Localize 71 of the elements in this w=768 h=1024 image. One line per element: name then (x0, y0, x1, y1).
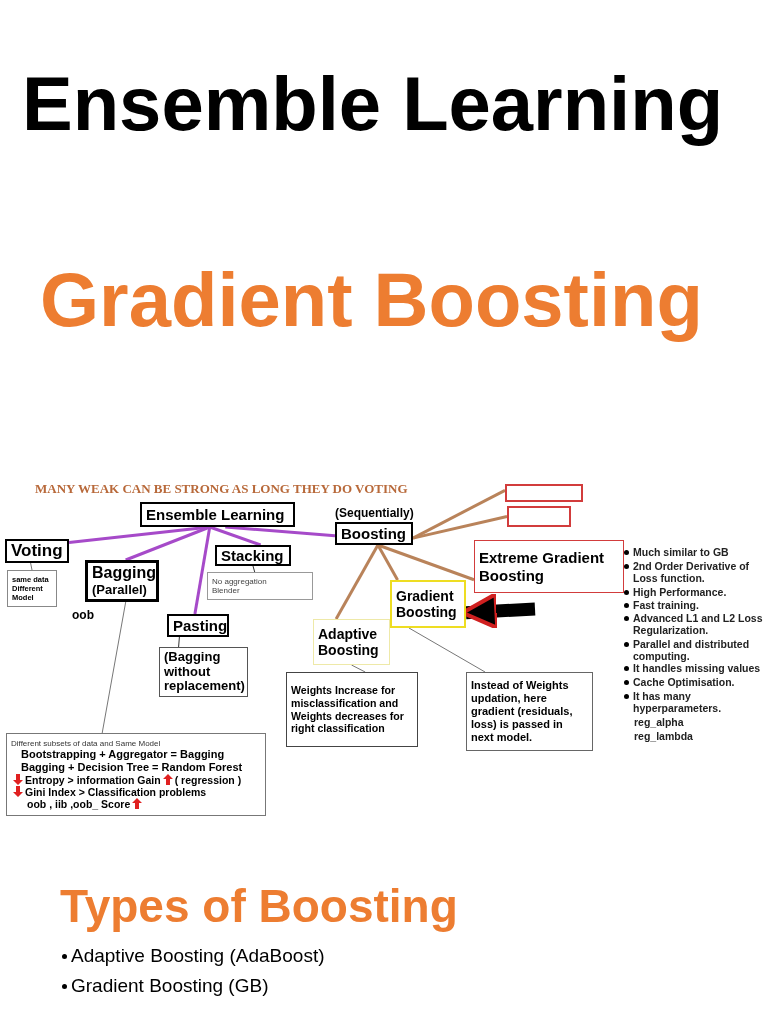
note-text: Fast training. (624, 599, 766, 612)
node-text: (Parallel) (92, 582, 147, 598)
node-text: Stacking (221, 546, 284, 565)
concept-box (215, 545, 291, 566)
node-text: (Bagging without replacement) (164, 649, 245, 695)
connector-line (377, 543, 475, 582)
note-text: Much similar to GB (624, 546, 766, 559)
connector-line (408, 627, 486, 673)
connector-line (252, 565, 256, 573)
connector-line (351, 664, 366, 673)
connector-line (30, 562, 33, 571)
node-text: Bagging (92, 564, 156, 583)
note-box (7, 570, 57, 607)
note-box (207, 572, 313, 600)
node-text: Weights Increase for misclassification and Weights decreases for right classification (291, 684, 405, 735)
concept-box (390, 580, 466, 628)
note-text: 2nd Order Derivative of Loss function. (624, 560, 766, 585)
note-text: It handles missing values (624, 662, 766, 675)
node-text: Adaptive Boosting (318, 625, 380, 659)
empty-box (505, 484, 583, 502)
node-text: Different subsets of data and Same Model (11, 739, 161, 749)
node-text: Boosting (341, 524, 406, 543)
connector-line (209, 525, 262, 547)
connector-line (101, 601, 127, 734)
note-box (6, 733, 266, 816)
connector-line (193, 526, 212, 615)
concept-box (313, 619, 390, 665)
node-text: Ensemble Learning (146, 505, 285, 524)
note-text: Parallel and distributed computing. (624, 638, 766, 663)
connector-line (334, 544, 380, 620)
node-text: Bootstrapping + Aggregator = Bagging (21, 748, 225, 761)
note-box (466, 672, 593, 751)
concept-box (5, 539, 69, 563)
section-heading: Types of Boosting (60, 880, 458, 933)
node-text: Voting (11, 541, 63, 561)
connector-line (125, 525, 211, 562)
concept-box (167, 614, 229, 637)
note-text: reg_lambda (634, 730, 694, 743)
note-text: Cache Optimisation. (624, 676, 766, 689)
note-label: oob (72, 609, 94, 623)
note-text: Advanced L1 and L2 Loss Regularization. (624, 612, 766, 637)
node-text: Gini Index > Classification problems (25, 785, 207, 798)
side-label: (Sequentially) (335, 507, 414, 521)
note-text: It has many hyperparameters. (624, 690, 766, 715)
node-text: Entropy > information Gain (25, 773, 161, 786)
title: Ensemble Learning (22, 60, 724, 148)
note-box (286, 672, 418, 747)
connector-line (178, 636, 180, 648)
connector-line (225, 525, 336, 538)
connector-line (412, 515, 508, 540)
node-text: oob , iib ,oob_ Score (27, 797, 131, 810)
node-text: Gradient Boosting (396, 587, 458, 621)
node-text: ( regression ) (174, 773, 242, 786)
list-item: Adaptive Boosting (AdaBoost) (62, 945, 325, 967)
list-item: Gradient Boosting (GB) (62, 975, 269, 997)
node-text: No aggregation (212, 576, 267, 586)
concept-box (474, 540, 624, 593)
concept-box (140, 502, 295, 527)
node-text: Extreme Gradient Boosting (479, 549, 606, 584)
note-text: High Performance. (624, 586, 766, 599)
concept-box (85, 560, 159, 602)
tagline: MANY WEAK CAN BE STRONG AS LONG THEY DO VOTING (35, 482, 408, 497)
empty-box (507, 506, 571, 527)
note-text: reg_alpha (634, 716, 685, 729)
connector-line (376, 544, 399, 581)
subtitle: Gradient Boosting (40, 256, 703, 344)
node-text: Blender (212, 586, 240, 596)
node-text: Pasting (173, 616, 228, 635)
node-text: Bagging + Decision Tree = Random Forest (21, 761, 243, 774)
node-text: Instead of Weights updation, here gradient (residuals, loss) is passed in next model. (471, 678, 574, 745)
concept-box (335, 522, 413, 545)
